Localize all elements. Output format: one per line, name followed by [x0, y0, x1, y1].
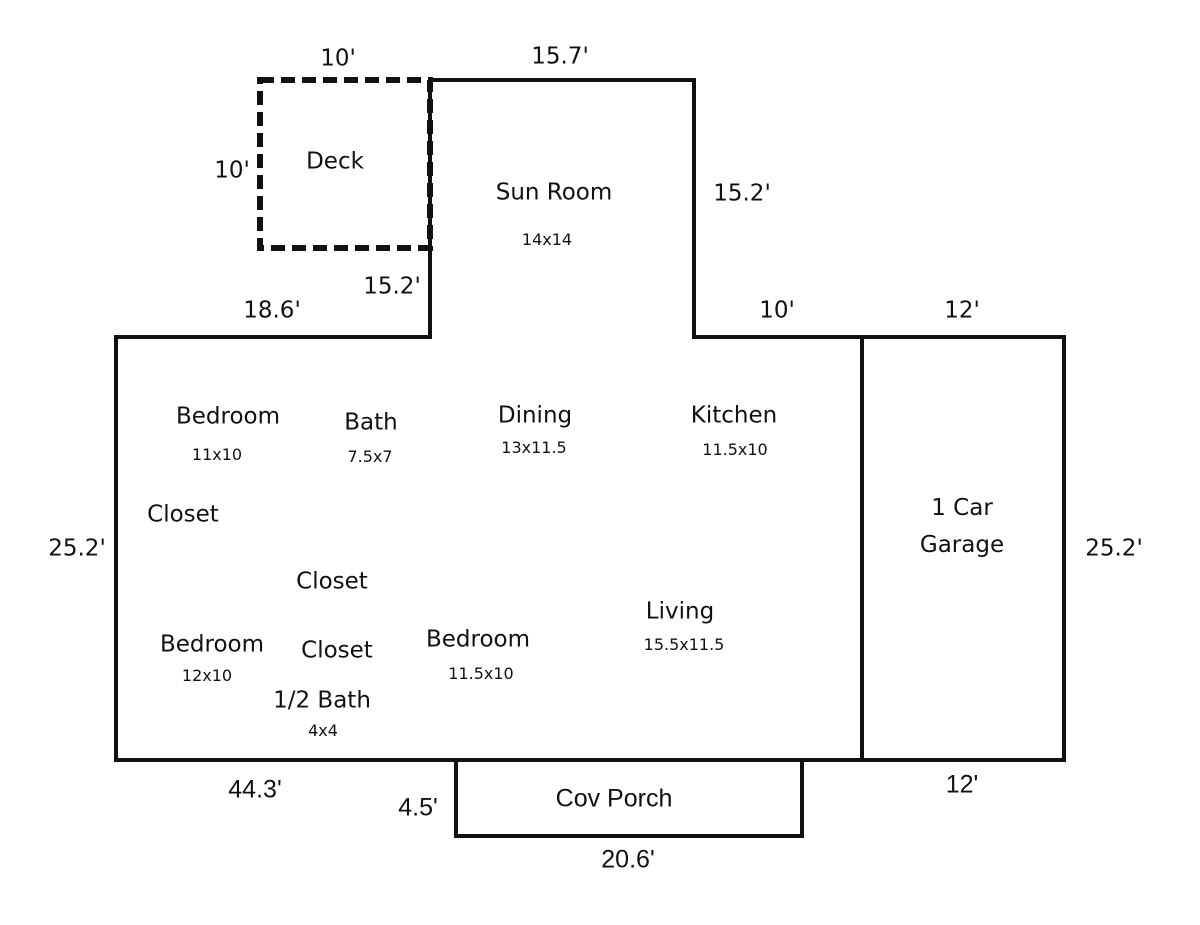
room-bedroom-3-label: Bedroom: [425, 626, 531, 653]
room-dining-size: 13x11.5: [501, 438, 567, 457]
garage-label-line-2: Garage: [919, 532, 1005, 558]
room-porch-label: Cov Porch: [555, 784, 673, 813]
room-bath-label: Bath: [344, 409, 398, 436]
room-dining-label: Dining: [497, 402, 573, 429]
room-closet-3-label: Closet: [301, 637, 373, 664]
porch-outline: [454, 758, 804, 838]
dim-porch-bottom: 20.6': [601, 845, 655, 874]
dim-sunroom-left: 15.2': [363, 273, 421, 300]
dim-sunroom-top: 15.7': [531, 43, 589, 70]
dim-garage-bottom: 12': [945, 770, 979, 799]
room-living-size: 15.5x11.5: [643, 635, 725, 654]
dim-main-top-left: 18.6': [243, 297, 301, 324]
dim-main-bottom: 44.3': [228, 775, 282, 804]
room-bedroom-1-label: Bedroom: [175, 403, 281, 430]
room-kitchen-size: 11.5x10: [702, 440, 768, 459]
room-living-label: Living: [645, 598, 715, 625]
room-half-bath-label: 1/2 Bath: [273, 687, 371, 714]
dim-porch-side: 4.5': [398, 793, 438, 822]
garage-label-line-1: 1 Car: [931, 495, 993, 522]
dim-deck-left: 10': [214, 157, 250, 184]
room-bath-size: 7.5x7: [347, 447, 393, 466]
room-garage-label: 1 Car Garage: [920, 490, 1004, 564]
room-sunroom-size: 14x14: [521, 230, 573, 249]
room-kitchen-label: Kitchen: [690, 402, 778, 429]
main-house-outline: [114, 78, 1066, 762]
room-bedroom-1-size: 11x10: [191, 445, 243, 464]
room-bedroom-3-size: 11.5x10: [448, 664, 514, 683]
dim-garage-top: 12': [944, 297, 980, 324]
dim-main-left: 25.2': [48, 535, 106, 562]
room-bedroom-2-label: Bedroom: [159, 631, 265, 658]
dim-garage-right: 25.2': [1085, 535, 1143, 562]
dim-main-top-right: 10': [759, 297, 795, 324]
room-closet-2-label: Closet: [296, 568, 368, 595]
room-deck-label: Deck: [306, 148, 364, 175]
dim-deck-top: 10': [320, 45, 356, 72]
room-closet-1-label: Closet: [147, 501, 219, 528]
deck-outline: [257, 77, 433, 251]
room-sunroom-label: Sun Room: [495, 179, 613, 206]
room-bedroom-2-size: 12x10: [181, 666, 233, 685]
dim-sunroom-right: 15.2': [713, 180, 771, 207]
room-half-bath-size: 4x4: [308, 721, 338, 740]
